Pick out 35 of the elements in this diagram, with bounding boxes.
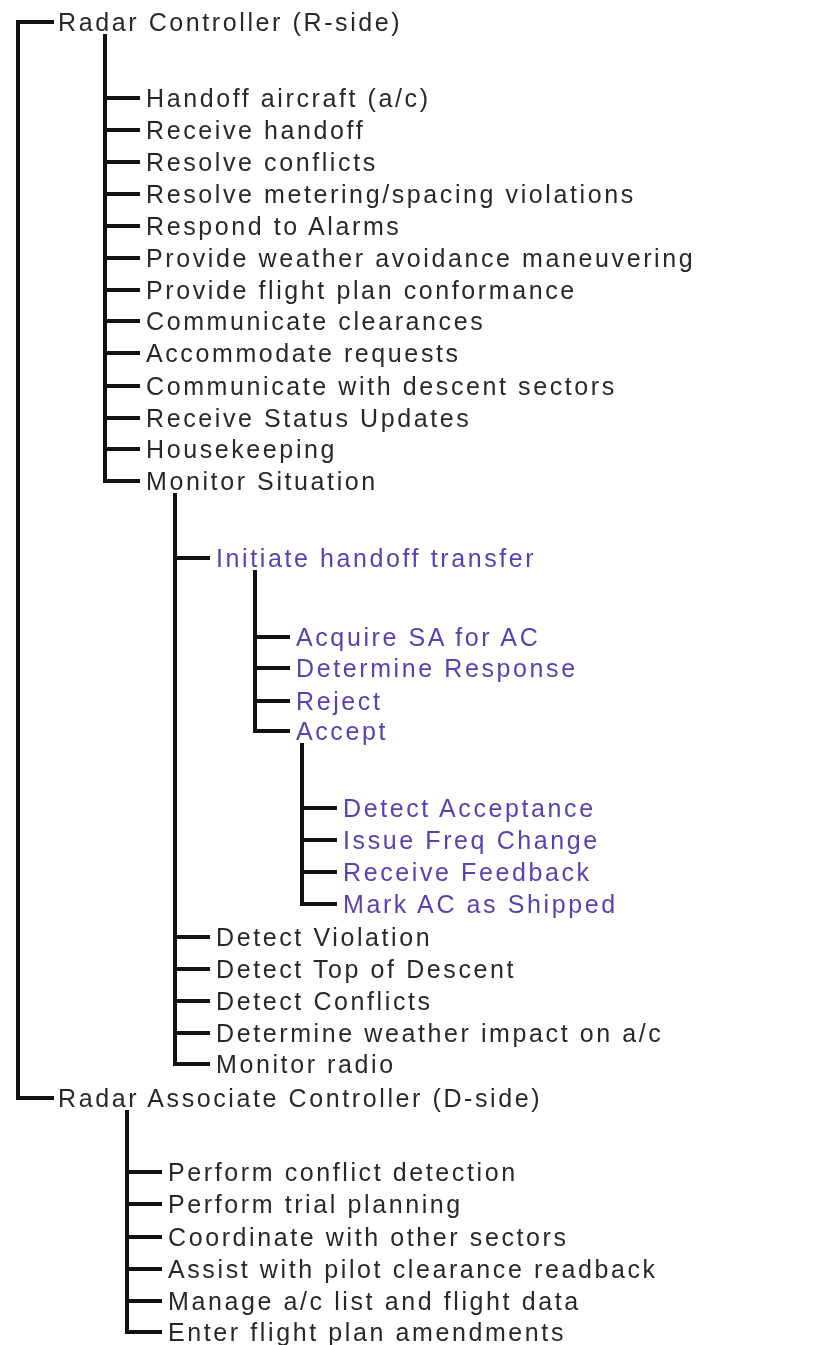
tree-item-label: Resolve metering/spacing violations [146, 180, 636, 208]
tree-item-label: Accept [296, 717, 389, 745]
tree-item-label: Radar Associate Controller (D-side) [58, 1084, 543, 1112]
tree-item-label: Receive Feedback [343, 858, 592, 886]
tree-item-label: Manage a/c list and flight data [168, 1287, 581, 1315]
tree-item-label: Issue Freq Change [343, 826, 600, 854]
tree-item-label: Acquire SA for AC [296, 623, 541, 651]
tree-item-label: Coordinate with other sectors [168, 1223, 569, 1251]
tree-item-label: Detect Conflicts [216, 987, 433, 1015]
tree-item-label: Determine weather impact on a/c [216, 1019, 664, 1047]
tree-item-label: Communicate clearances [146, 307, 486, 335]
tree-item-label: Resolve conflicts [146, 148, 378, 176]
tree-item-label: Perform trial planning [168, 1190, 463, 1218]
tree-item-label: Detect Top of Descent [216, 955, 517, 983]
tree-item-label: Perform conflict detection [168, 1158, 518, 1186]
tree-item-label: Respond to Alarms [146, 212, 402, 240]
tree-item-label: Provide weather avoidance maneuvering [146, 244, 696, 272]
tree-item-label: Assist with pilot clearance readback [168, 1255, 658, 1283]
tree-item-label: Receive Status Updates [146, 404, 472, 432]
tree-item-label: Handoff aircraft (a/c) [146, 84, 431, 112]
tree-item-label: Detect Violation [216, 923, 433, 951]
tree-item-label: Provide flight plan conformance [146, 276, 577, 304]
tree-item-label: Initiate handoff transfer [216, 544, 537, 572]
tree-item-label: Communicate with descent sectors [146, 372, 617, 400]
tree-item-label: Housekeeping [146, 435, 338, 463]
tree-connector [16, 20, 54, 1100]
tree-item-label: Receive handoff [146, 116, 366, 144]
tree-item-label: Monitor radio [216, 1050, 396, 1078]
tree-item-label: Monitor Situation [146, 467, 378, 495]
tree-item-label: Accommodate requests [146, 339, 461, 367]
tree-item-label: Detect Acceptance [343, 794, 596, 822]
tree-item-label: Radar Controller (R-side) [58, 8, 403, 36]
tree-item-label: Mark AC as Shipped [343, 890, 618, 918]
tree-item-label: Determine Response [296, 654, 578, 682]
tree-item-label: Reject [296, 687, 383, 715]
